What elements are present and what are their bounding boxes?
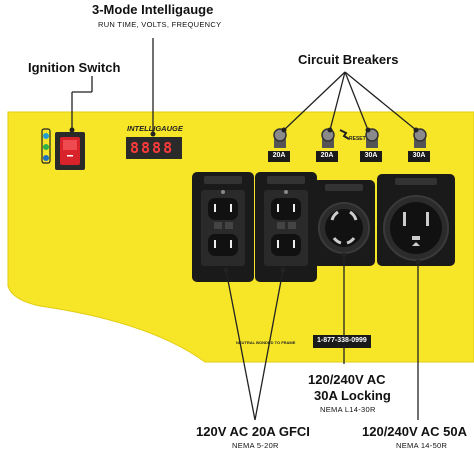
reset-icon	[339, 129, 350, 140]
circuit-breakers[interactable]	[268, 128, 430, 162]
ignition-switch[interactable]	[55, 132, 85, 170]
phone-number: 1-877-338-0999	[317, 337, 367, 344]
breaker-rating: 20A	[320, 152, 334, 159]
outlet-50a-title: 120/240V AC 50A	[362, 424, 468, 439]
locking-outlet-title-line2: 30A Locking	[314, 388, 391, 403]
circuit-breakers-title: Circuit Breakers	[298, 52, 399, 67]
callout-lines	[71, 38, 419, 421]
breaker-rating: 30A	[364, 152, 378, 159]
gauge-readout: 8888	[130, 139, 175, 157]
ignition-switch-title: Ignition Switch	[28, 60, 121, 75]
gfci-subtitle: NEMA 5-20R	[232, 441, 279, 450]
intelligauge-subtitle: RUN TIME, VOLTS, FREQUENCY	[98, 20, 222, 29]
gfci-title: 120V AC 20A GFCI	[196, 424, 310, 439]
locking-outlet-subtitle: NEMA L14-30R	[320, 405, 376, 414]
callout-dots	[69, 127, 421, 273]
intelligauge-title: 3-Mode Intelligauge	[92, 2, 214, 17]
status-lights	[41, 128, 51, 164]
gfci-outlet-left[interactable]	[192, 172, 254, 282]
outlet-50a[interactable]	[377, 174, 455, 266]
locking-outlet-title-line1: 120/240V AC	[308, 372, 386, 387]
phone-badge	[313, 335, 371, 348]
neutral-bonded-note: NEUTRAL BONDED TO FRAME	[236, 340, 296, 345]
reset-label: RESET	[349, 136, 366, 142]
locking-30a-outlet[interactable]	[313, 180, 375, 266]
intelligauge-display	[126, 137, 182, 159]
gauge-brand-label: INTELLIGAUGE	[127, 124, 183, 133]
breaker-rating: 20A	[272, 152, 286, 159]
gfci-outlet-right[interactable]	[255, 172, 317, 282]
outlet-50a-subtitle: NEMA 14-50R	[396, 441, 448, 450]
breaker-rating: 30A	[412, 152, 426, 159]
